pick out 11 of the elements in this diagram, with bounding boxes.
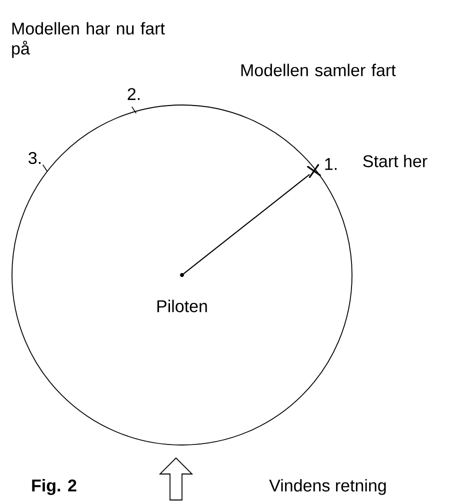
callout-number: 2. (128, 88, 140, 100)
text-label: Vindens retning (269, 479, 386, 495)
text-label: Modellen har nu fart på (12, 22, 165, 58)
text-label: Modellen samler fart (241, 64, 396, 76)
text-label: Piloten (157, 300, 207, 312)
text-label: Start her (363, 154, 428, 168)
cross-mark (307, 164, 321, 178)
figure-caption: Fig. 2 (32, 479, 76, 495)
callout-number: 1. (325, 158, 337, 170)
callout-number: 3. (28, 152, 41, 164)
line (183, 174, 310, 274)
